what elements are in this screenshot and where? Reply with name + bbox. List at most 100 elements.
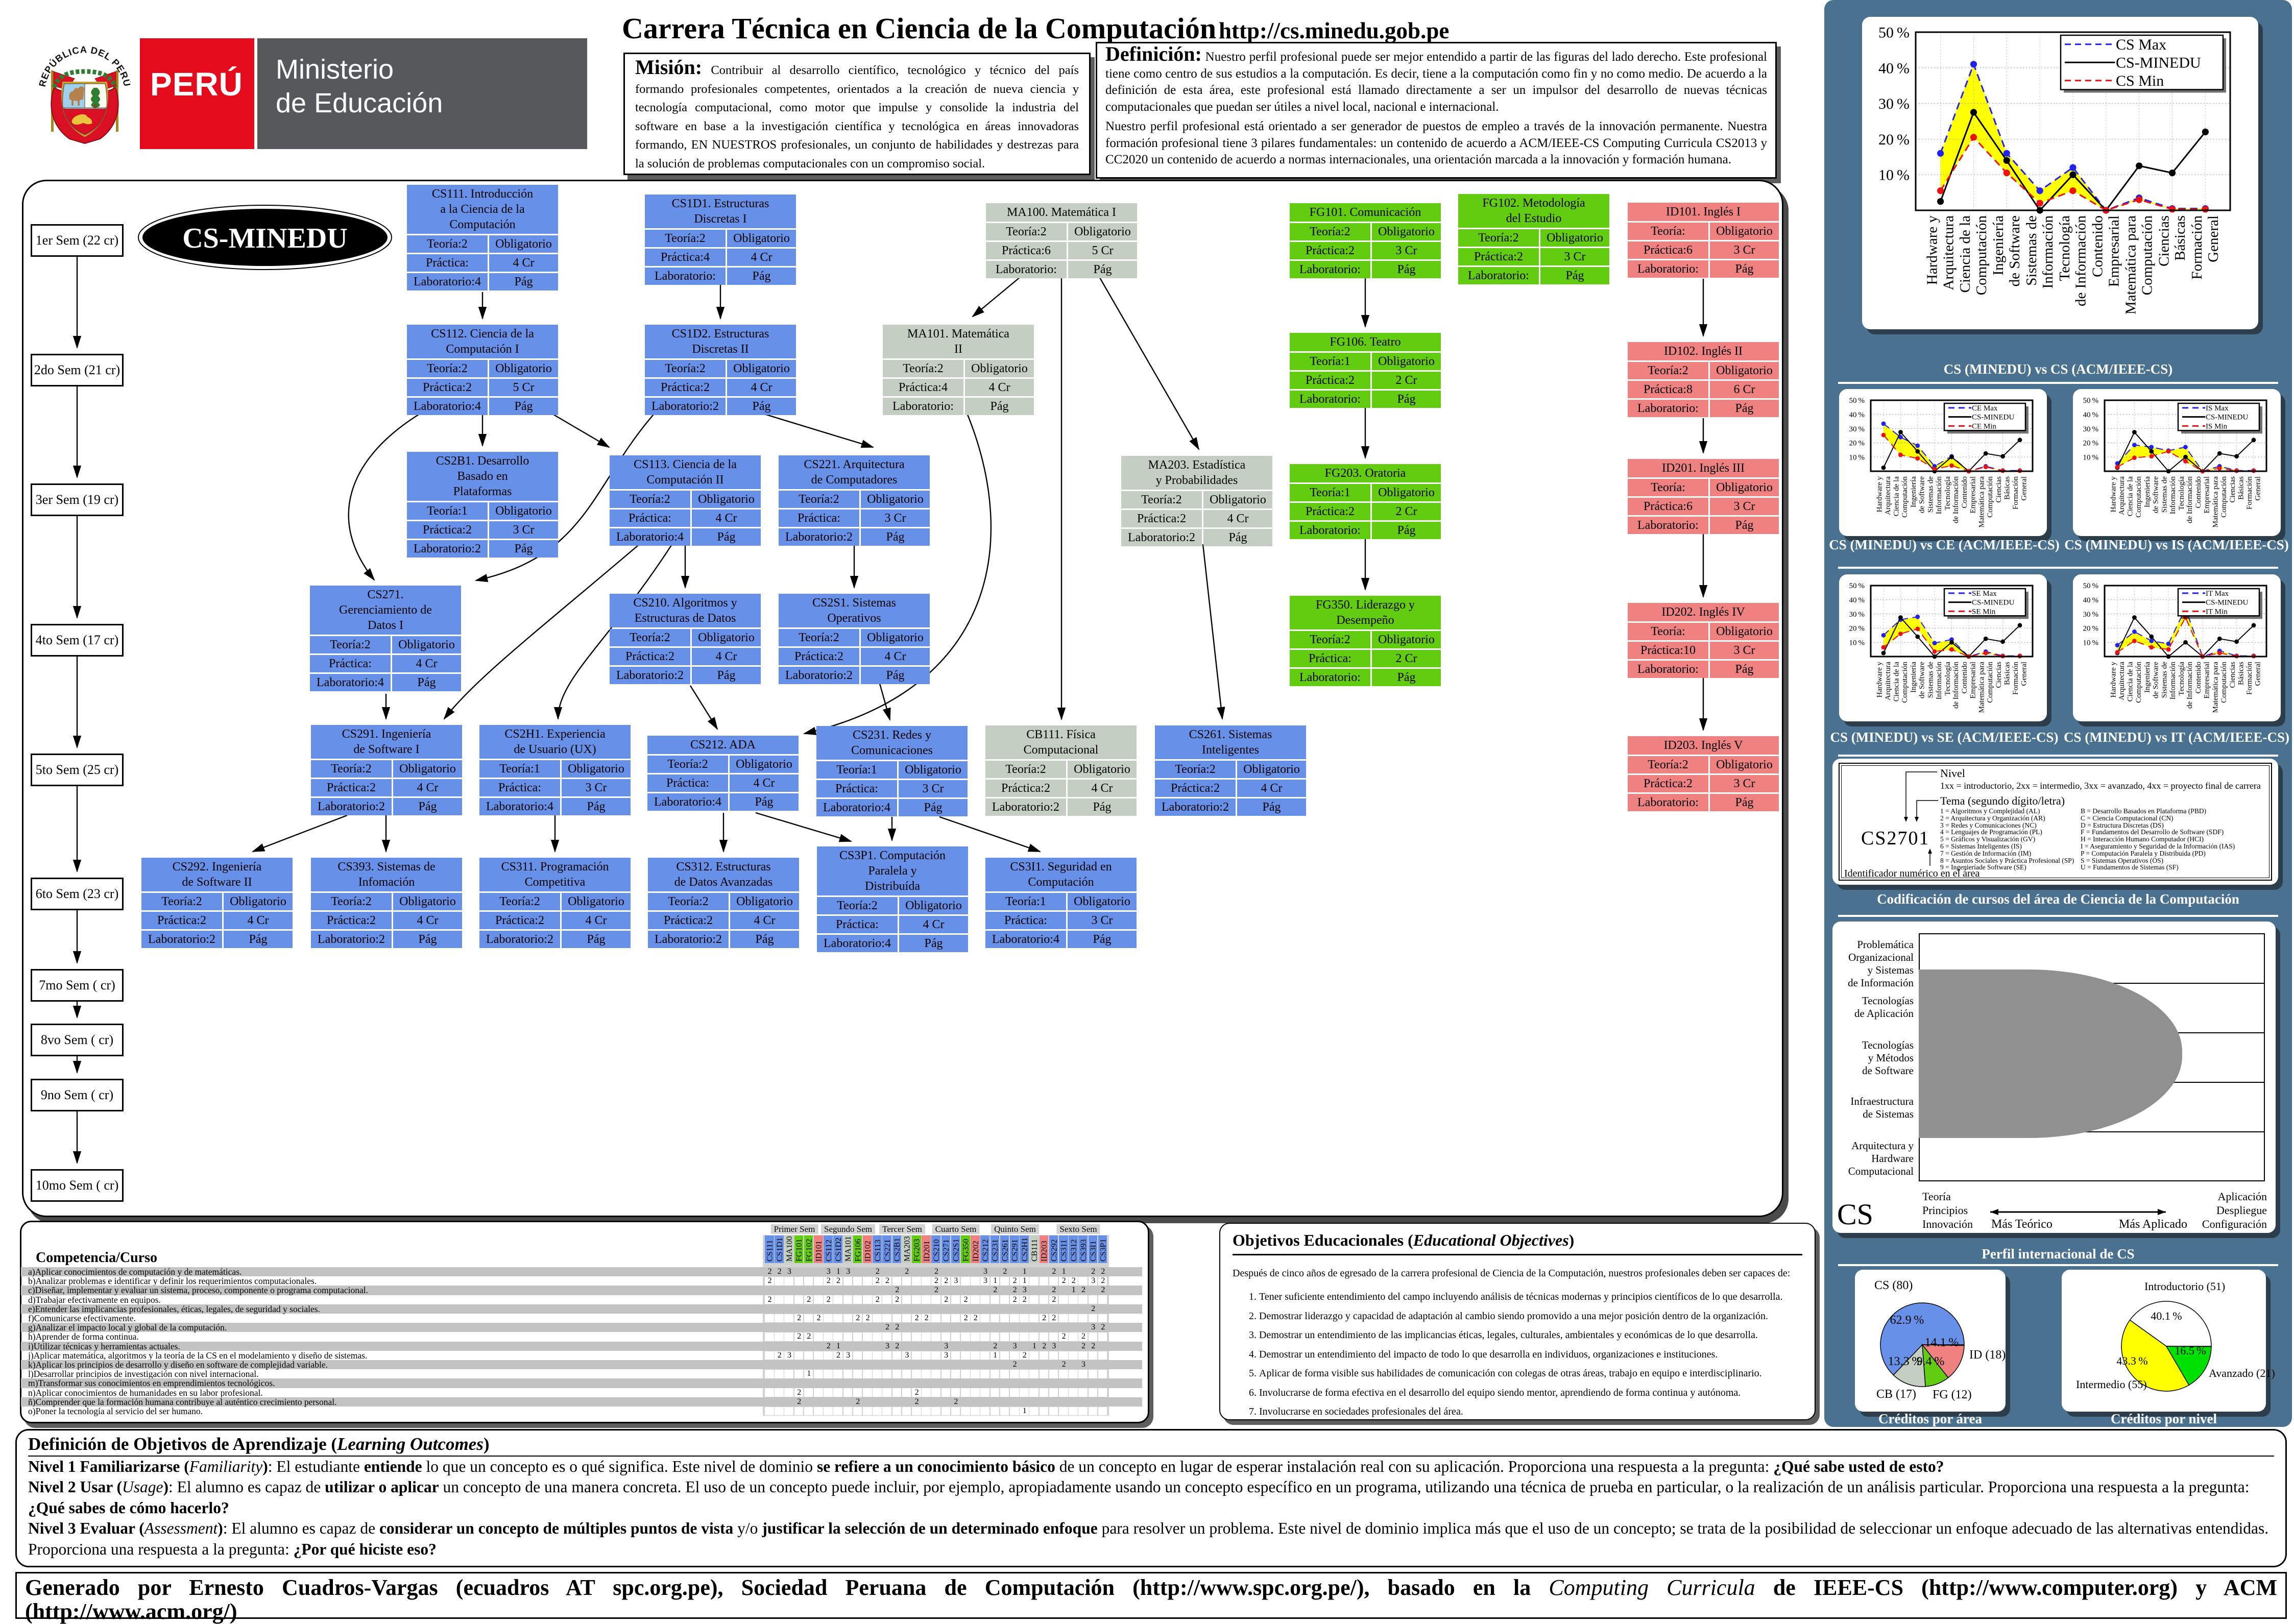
- svg-text:General: General: [2020, 476, 2029, 500]
- svg-text:20 %: 20 %: [2083, 440, 2099, 448]
- svg-text:Básicas: Básicas: [2003, 662, 2011, 685]
- svg-text:Empresarial: Empresarial: [2203, 662, 2211, 698]
- svg-text:de Información: de Información: [2073, 215, 2089, 306]
- svg-text:Intermedio (55): Intermedio (55): [2076, 1378, 2147, 1391]
- svg-text:de Información: de Información: [2186, 662, 2194, 709]
- svg-text:IS Min: IS Min: [2206, 423, 2228, 431]
- svg-text:IT Min: IT Min: [2206, 608, 2228, 616]
- svg-text:CS3I1: CS3I1: [1089, 1241, 1098, 1262]
- svg-text:Computación: Computación: [1986, 476, 1994, 518]
- svg-text:Ciencia de la: Ciencia de la: [2127, 662, 2135, 702]
- svg-text:Computación: Computación: [2135, 662, 2143, 703]
- svg-text:Ciencia de la: Ciencia de la: [1957, 215, 1973, 293]
- svg-text:Computación: Computación: [1986, 662, 1994, 703]
- svg-text:CB111: CB111: [1030, 1239, 1039, 1262]
- svg-text:ID202: ID202: [972, 1241, 980, 1262]
- svg-text:14.1 %: 14.1 %: [1925, 1336, 1959, 1349]
- svg-text:FG203: FG203: [913, 1239, 922, 1262]
- svg-text:10 %: 10 %: [1849, 453, 1865, 462]
- svg-text:Tecnología: Tecnología: [1944, 476, 1952, 511]
- svg-text:MA100: MA100: [785, 1236, 794, 1262]
- svg-text:50 %: 50 %: [1878, 25, 1910, 41]
- svg-text:Sistemas de: Sistemas de: [1926, 662, 1935, 698]
- svg-text:Básicas: Básicas: [2003, 476, 2011, 500]
- svg-text:CE Min: CE Min: [1972, 423, 1996, 431]
- svg-text:Tecnología: Tecnología: [2057, 215, 2073, 281]
- svg-text:Básicas: Básicas: [2237, 476, 2245, 500]
- svg-text:CS-MINEDU: CS-MINEDU: [182, 223, 348, 254]
- svg-text:CS Min: CS Min: [2116, 72, 2164, 89]
- svg-text:Matemática para: Matemática para: [2212, 476, 2220, 528]
- svg-text:20 %: 20 %: [1849, 440, 1865, 448]
- svg-text:Computación: Computación: [2220, 476, 2228, 518]
- svg-text:Sistemas de: Sistemas de: [2023, 215, 2040, 286]
- svg-text:ID102: ID102: [864, 1241, 873, 1262]
- svg-text:20 %: 20 %: [2083, 625, 2099, 633]
- svg-text:10 %: 10 %: [1878, 167, 1910, 184]
- svg-text:40.1 %: 40.1 %: [2151, 1310, 2182, 1322]
- svg-text:CE Max: CE Max: [1972, 404, 1998, 413]
- svg-text:de Software: de Software: [2152, 662, 2160, 698]
- svg-text:Sistemas de: Sistemas de: [2160, 662, 2168, 698]
- svg-text:Información: Información: [2040, 215, 2056, 289]
- svg-text:Introductorio (51): Introductorio (51): [2144, 1280, 2225, 1293]
- svg-text:de Software: de Software: [1918, 662, 1926, 698]
- svg-text:Ingeniería: Ingeniería: [1990, 215, 2007, 276]
- svg-text:30 %: 30 %: [1878, 95, 1910, 112]
- svg-text:CS-MINEDU: CS-MINEDU: [2206, 599, 2249, 607]
- svg-text:40 %: 40 %: [2083, 411, 2099, 419]
- svg-text:40 %: 40 %: [1878, 60, 1910, 77]
- svg-text:CS291: CS291: [1011, 1239, 1020, 1262]
- svg-text:SE Max: SE Max: [1972, 590, 1997, 598]
- svg-text:Ciencia de la: Ciencia de la: [1893, 662, 1901, 702]
- svg-text:Arquitectura: Arquitectura: [1884, 662, 1892, 700]
- svg-text:50 %: 50 %: [1849, 397, 1865, 405]
- svg-text:Sistemas de: Sistemas de: [2160, 476, 2168, 513]
- svg-text:40 %: 40 %: [1849, 596, 1865, 604]
- svg-text:Hardware y: Hardware y: [2109, 476, 2117, 513]
- svg-text:CS212: CS212: [981, 1239, 990, 1262]
- svg-text:Tecnología: Tecnología: [2178, 476, 2186, 511]
- svg-text:General: General: [2254, 662, 2262, 686]
- svg-text:30 %: 30 %: [2083, 611, 2099, 619]
- svg-text:CS112: CS112: [825, 1240, 833, 1262]
- svg-text:CS210: CS210: [932, 1239, 941, 1262]
- svg-text:MA101: MA101: [844, 1236, 853, 1262]
- svg-text:Arquitectura: Arquitectura: [1940, 215, 1957, 290]
- svg-text:Ciencias: Ciencias: [2229, 662, 2237, 688]
- svg-text:Contenido: Contenido: [2194, 662, 2203, 694]
- svg-text:SE Min: SE Min: [1972, 608, 1996, 616]
- svg-text:Ciencia de la: Ciencia de la: [1893, 476, 1901, 517]
- svg-text:Ciencias: Ciencias: [1995, 662, 2003, 688]
- svg-text:Básicas: Básicas: [2172, 215, 2188, 261]
- svg-text:Ingeniería: Ingeniería: [1910, 476, 1918, 507]
- svg-text:16.5 %: 16.5 %: [2175, 1344, 2206, 1357]
- svg-text:Matemática para: Matemática para: [1978, 662, 1986, 713]
- svg-text:Información: Información: [2169, 476, 2177, 515]
- svg-text:50 %: 50 %: [2083, 397, 2099, 405]
- svg-text:Computación: Computación: [2139, 215, 2155, 296]
- svg-text:de Información: de Información: [1952, 662, 1960, 709]
- svg-text:Avanzado (21): Avanzado (21): [2209, 1367, 2275, 1379]
- svg-text:CS-MINEDU: CS-MINEDU: [2206, 414, 2249, 422]
- svg-text:Hardware y: Hardware y: [1924, 215, 1940, 285]
- svg-text:30 %: 30 %: [1849, 425, 1865, 433]
- svg-text:General: General: [2254, 476, 2262, 500]
- svg-text:FG102: FG102: [805, 1239, 813, 1262]
- svg-text:CS111: CS111: [766, 1240, 775, 1262]
- svg-text:Matemática para: Matemática para: [1978, 476, 1986, 528]
- svg-text:CS221: CS221: [883, 1239, 892, 1262]
- svg-text:CS-MINEDU: CS-MINEDU: [1972, 599, 2015, 607]
- svg-text:Ingeniería: Ingeniería: [2143, 662, 2152, 693]
- svg-text:Ciencias: Ciencias: [1995, 476, 2003, 503]
- svg-text:FG (12): FG (12): [1933, 1388, 1972, 1401]
- svg-text:de Software: de Software: [1918, 476, 1926, 513]
- svg-text:ID (18): ID (18): [1969, 1348, 2006, 1362]
- svg-text:20 %: 20 %: [1849, 625, 1865, 633]
- svg-text:Computación: Computación: [1973, 215, 1990, 296]
- svg-text:Contenido: Contenido: [2090, 215, 2106, 277]
- svg-text:Computación: Computación: [2135, 476, 2143, 518]
- svg-text:Formación: Formación: [2245, 662, 2254, 695]
- svg-text:CS1D2: CS1D2: [834, 1238, 843, 1262]
- svg-text:de Información: de Información: [2186, 476, 2194, 524]
